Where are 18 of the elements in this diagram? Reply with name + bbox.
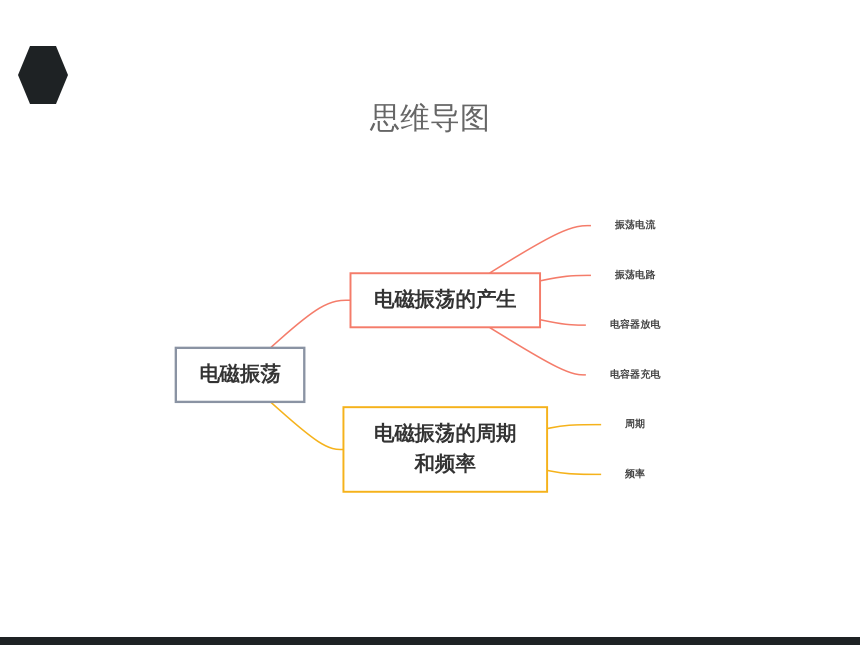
node-box: 电磁振荡的周期和频率 [342,406,548,493]
node-text: 振荡电路 [614,269,656,282]
connector [488,326,586,376]
node-text: 振荡电流 [614,220,656,232]
connector [270,401,344,450]
node-box: 电磁振荡 [174,346,306,404]
node-box: 电磁振荡的产生 [350,272,542,328]
connector [540,274,592,282]
connector [488,224,592,274]
node-text: 周期 [625,418,646,430]
title: 思维导图 [368,100,491,138]
node-text: 频率 [625,468,646,480]
connector [270,299,350,348]
connector [546,470,602,476]
node-text: 电容器放电 [610,319,661,331]
connector [546,424,602,430]
node-text: 电容器充电 [610,368,661,381]
connector [540,318,586,326]
